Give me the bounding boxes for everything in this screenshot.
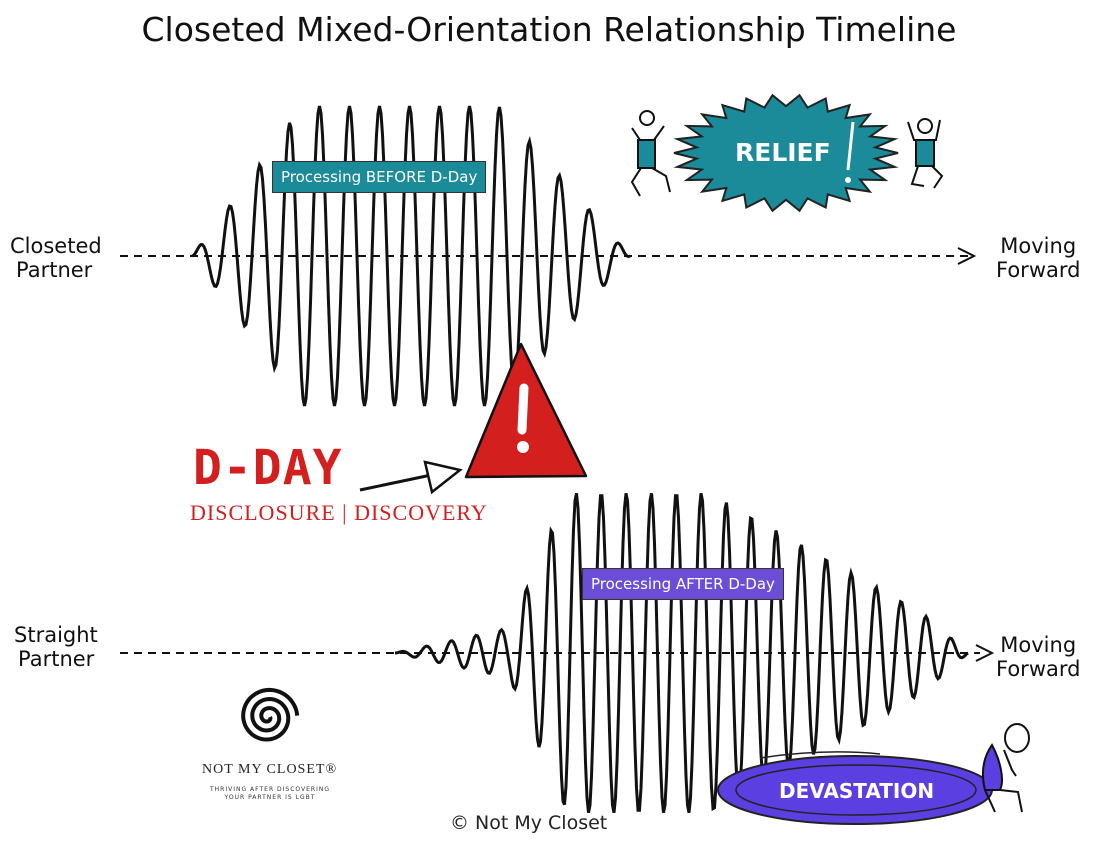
straight-partner-label: Straight Partner: [14, 623, 98, 671]
moving-top-line-1: Moving: [1000, 234, 1077, 258]
closeted-partner-label: Closeted Partner: [10, 234, 102, 282]
moving-bottom-line-2: Forward: [996, 657, 1081, 681]
processing-before-box: Processing BEFORE D-Day: [272, 161, 487, 193]
straight-label-line-2: Partner: [18, 647, 95, 671]
spiral-logo-icon: [241, 687, 300, 742]
relief-burst: [673, 93, 899, 213]
straight-processing-wave: [394, 493, 969, 813]
relief-label: RELIEF: [735, 138, 831, 167]
copyright: © Not My Closet: [450, 812, 608, 834]
exclamation-dot: [845, 177, 851, 183]
closeted-processing-wave: [191, 105, 631, 407]
logo-tagline: THRIVING AFTER DISCOVERING YOUR PARTNER …: [210, 786, 330, 801]
processing-after-box: Processing AFTER D-Day: [582, 568, 784, 600]
dday-title: D-DAY: [193, 440, 343, 496]
straight-timeline-arrowhead: [975, 644, 995, 662]
page-title: Closeted Mixed-Orientation Relationship …: [141, 10, 957, 49]
dday-subtitle: DISCLOSURE | DISCOVERY: [190, 500, 488, 525]
moving-forward-top-label: Moving Forward: [996, 234, 1080, 282]
devastation-blob-outline: [735, 764, 977, 816]
logo-name: NOT MY CLOSET®: [202, 762, 338, 777]
warning-icon: [464, 342, 588, 479]
exclamation-icon: [846, 121, 855, 171]
closeted-label-line-2: Partner: [16, 258, 93, 282]
dday-arrowhead: [423, 460, 463, 495]
devastation-label: DEVASTATION: [779, 779, 935, 803]
moving-top-line-2: Forward: [996, 258, 1081, 282]
jumping-person-icon: [630, 110, 671, 197]
straight-label-line-1: Straight: [14, 623, 98, 647]
moving-forward-bottom-label: Moving Forward: [996, 633, 1080, 681]
devastation-scribble: [759, 751, 881, 759]
sad-person-icon: [982, 723, 1030, 813]
closeted-timeline-arrowhead: [957, 247, 977, 265]
closeted-label-line-1: Closeted: [10, 234, 102, 258]
jumping-person-icon: [907, 118, 944, 189]
moving-bottom-line-1: Moving: [1000, 633, 1077, 657]
